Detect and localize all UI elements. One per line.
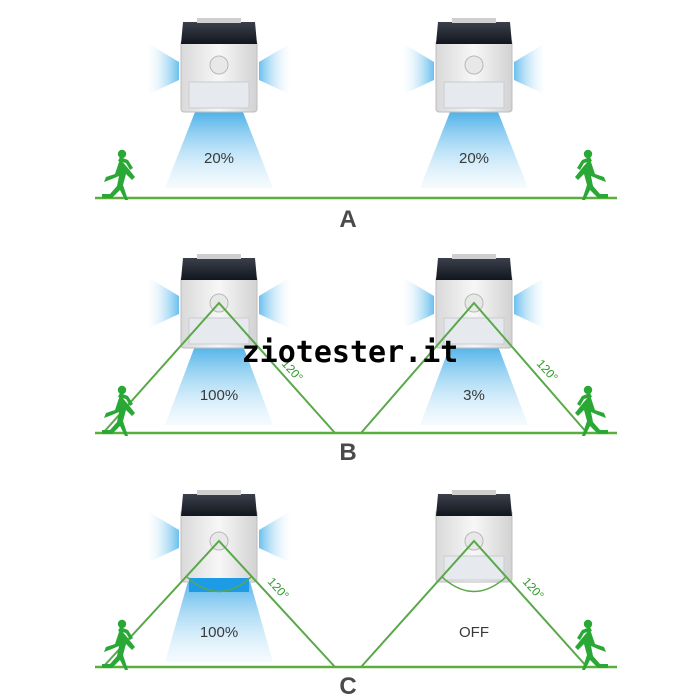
led-grid <box>188 317 250 345</box>
runner-right-icon <box>575 385 608 436</box>
motion-sensor <box>209 55 229 75</box>
panel-hinge <box>452 18 496 23</box>
light-level-label: 20% <box>459 150 489 167</box>
down-beam <box>420 346 528 425</box>
panel-letter: C <box>339 673 356 700</box>
detection-arc <box>186 576 252 593</box>
lamp-right: 20% <box>404 18 544 188</box>
led-grid <box>443 555 505 581</box>
lamp-right: 120° 3% <box>360 254 588 434</box>
side-beam-left <box>149 44 179 94</box>
side-beam-right <box>259 278 289 328</box>
detection-angle-label: 120° <box>534 357 561 385</box>
detection-arc <box>441 576 507 593</box>
solar-panel <box>436 22 512 44</box>
down-beam <box>165 112 273 188</box>
panel-hinge <box>197 254 241 259</box>
lamp-left: 120° 100% <box>102 490 336 668</box>
panel-c: 120° 100% 120° OFF C <box>95 490 617 700</box>
solar-panel <box>181 258 257 280</box>
panel-hinge <box>452 254 496 259</box>
solar-panel <box>436 494 512 516</box>
panel-letter: A <box>339 206 356 233</box>
side-beam-left <box>149 278 179 328</box>
side-beam-right <box>514 278 544 328</box>
detection-angle-label: 120° <box>265 575 292 603</box>
panel-hinge <box>452 490 496 495</box>
panel-a: 20% 20% A <box>95 18 617 233</box>
panel-letter: B <box>339 439 356 466</box>
side-beam-right <box>259 44 289 94</box>
runner-left-icon <box>102 149 135 200</box>
lamp-right: 120° OFF <box>360 490 588 668</box>
detection-angle-label: 120° <box>520 575 547 603</box>
watermark: ziotester.it <box>242 335 459 370</box>
detection-cone <box>102 301 336 434</box>
light-level-label: 100% <box>200 624 238 641</box>
down-beam <box>165 346 273 425</box>
down-beam <box>165 578 273 662</box>
motion-sensor <box>464 55 484 75</box>
detection-cone <box>102 539 336 668</box>
runner-right-icon <box>575 149 608 200</box>
lamp-left: 120° 100% <box>102 254 336 434</box>
detection-cone <box>360 539 588 668</box>
down-beam <box>420 112 528 188</box>
detection-cone <box>360 301 588 434</box>
side-beam-right <box>514 44 544 94</box>
side-beam-left <box>149 512 179 562</box>
panel-hinge <box>197 18 241 23</box>
side-beam-left <box>404 278 434 328</box>
solar-panel <box>436 258 512 280</box>
solar-panel <box>181 494 257 516</box>
led-grid <box>443 317 505 345</box>
light-level-label: 100% <box>200 387 238 404</box>
light-level-label: 3% <box>463 387 485 404</box>
light-level-label: OFF <box>459 624 489 641</box>
led-grid <box>188 81 250 109</box>
led-grid <box>443 81 505 109</box>
side-beam-left <box>404 44 434 94</box>
panel-hinge <box>197 490 241 495</box>
solar-panel <box>181 22 257 44</box>
side-beam-right <box>259 512 289 562</box>
runner-right-icon <box>575 619 608 670</box>
lamp-left: 20% <box>149 18 289 188</box>
light-level-label: 20% <box>204 150 234 167</box>
panel-b: 120° 100% 120° 3% B <box>95 254 617 466</box>
